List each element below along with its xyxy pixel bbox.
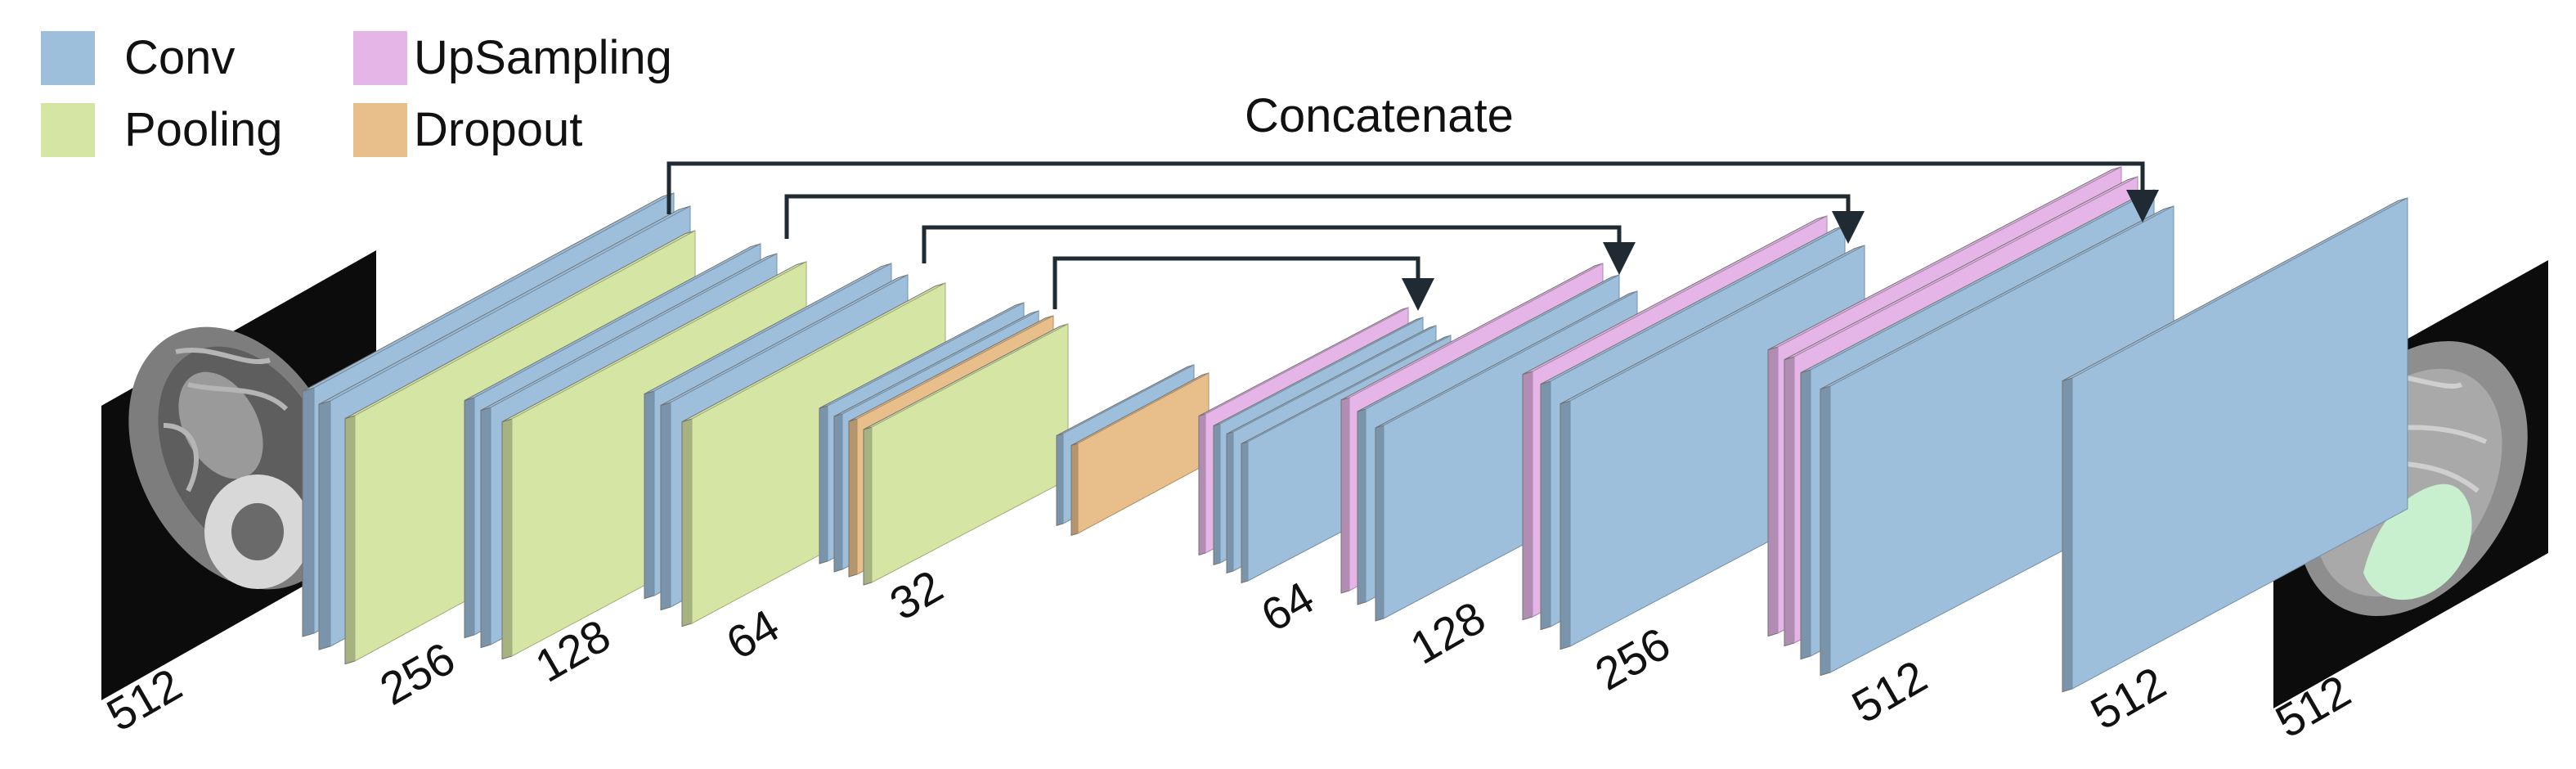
enc4-pool xyxy=(863,323,1069,586)
size-label-dec4: 512 xyxy=(1843,650,1935,732)
skip-connection-1 xyxy=(666,161,2159,223)
input-mri-image xyxy=(101,250,376,700)
legend-label-pooling: Pooling xyxy=(124,103,283,156)
skip-connection-2 xyxy=(784,194,1865,244)
legend-swatch-dropout xyxy=(353,103,407,157)
concatenate-label: Concatenate xyxy=(1245,89,1514,142)
legend-swatch-pooling xyxy=(41,103,95,157)
final-conv xyxy=(2062,197,2408,693)
dec4-conv-b xyxy=(1820,205,2174,677)
skip-connection-3 xyxy=(922,225,1636,275)
bottleneck-dropout xyxy=(1070,372,1209,537)
size-label-dec2: 128 xyxy=(1402,591,1493,673)
size-label-dec1: 64 xyxy=(1253,571,1322,641)
segmentation-mask xyxy=(2363,483,2472,600)
size-label-enc3: 64 xyxy=(718,599,788,669)
legend-label-conv: Conv xyxy=(124,31,236,84)
legend-swatch-conv xyxy=(41,31,95,85)
legend-swatch-upsampling xyxy=(353,31,407,85)
legend-label-upsampling: UpSampling xyxy=(414,31,672,84)
enc3-pool xyxy=(681,282,946,627)
skip-connection-4 xyxy=(1052,256,1434,311)
legend-label-dropout: Dropout xyxy=(414,103,583,156)
